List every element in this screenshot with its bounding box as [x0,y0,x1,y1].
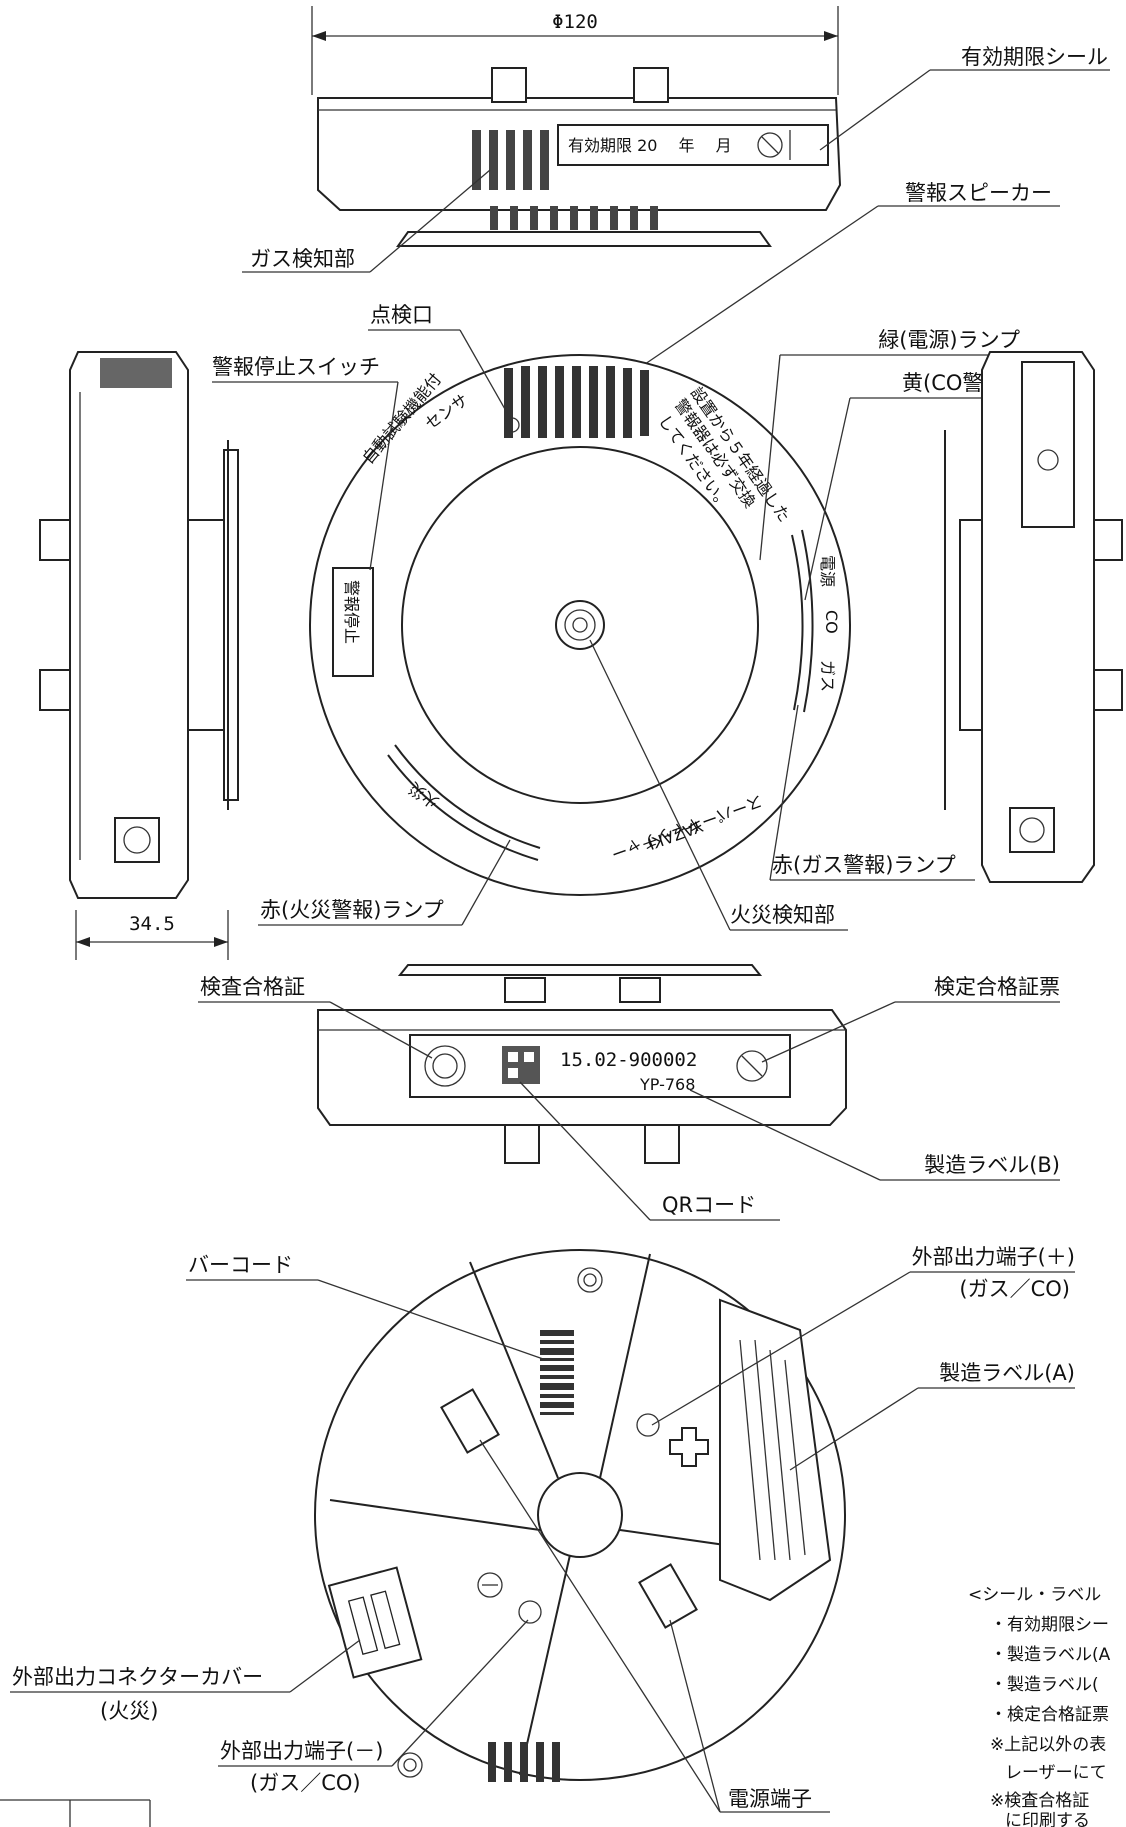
green-lamp-label: 緑(電源)ランプ [878,328,1020,352]
mfg-label-b-label: 製造ラベル(B) [924,1153,1060,1177]
ext-connector-cover-label: 外部出力コネクターカバー [12,1665,263,1689]
red-fire-lamp-label: 赤(火災警報)ランプ [260,898,444,922]
alarm-stop-switch [332,567,374,677]
qr-code [502,1046,540,1084]
notes-remark-1: ※上記以外の表 [990,1735,1106,1755]
qr-code-label: QRコード [662,1193,756,1217]
inspection-cert-mark [424,1045,466,1087]
alarm-speaker-label: 警報スピーカー [905,181,1052,205]
inspection-cert-label: 検査合格証 [200,975,305,999]
barcode [540,1330,574,1415]
model-number: YP-768 [639,1075,695,1094]
expiry-seal-label: 有効期限シール [961,45,1108,69]
status-lamp-arc [791,534,804,711]
gas-sensor-label: ガス検知部 [250,247,355,271]
ext-connector-cover-sub: (火災) [100,1699,158,1723]
right-side-view [944,351,1123,883]
ext-terminal-plus [636,1413,660,1437]
mfg-label-a-label: 製造ラベル(A) [939,1361,1075,1385]
front-view: 警報停止 センサ 自動試験機能付 設置から５年経過した 警報器は必ず交換 してく… [212,303,1075,931]
ext-terminal-minus-sub: (ガス／CO) [250,1771,361,1795]
mfg-label-b [409,1034,791,1098]
status-power-text: 電源 [818,555,837,587]
approval-label-label: 検定合格証票 [934,975,1060,999]
alarm-stop-switch-label: 警報停止スイッチ [212,355,380,379]
depth-dimension: 34.5 [129,913,175,935]
speaker-grille [504,366,649,438]
expiry-seal-text: 有効期限 20 年 月 [568,136,732,155]
gas-sensor-slots [472,130,549,190]
serial-number: 15.02-900002 [560,1049,697,1071]
expiry-seal [557,124,829,166]
notes-item-2: ・製造ラベル(A [990,1645,1111,1665]
notes-item-3: ・製造ラベル( [990,1675,1099,1695]
ext-terminal-minus-label: 外部出力端子(－) [220,1739,383,1763]
barcode-label: バーコード [188,1253,293,1277]
fire-sensor-label: 火災検知部 [730,903,835,927]
notes-remark-3: ※検査合格証 [990,1791,1089,1811]
notes-item-4: ・検定合格証票 [990,1705,1109,1725]
ext-terminal-plus-label: 外部出力端子(＋) [912,1245,1075,1269]
speaker-vents [490,206,658,230]
approval-mark [736,1050,768,1082]
ext-terminal-plus-sub: (ガス／CO) [959,1277,1070,1301]
top-view: Φ120 有効期限 20 年 [242,6,1110,416]
notes: <シール・ラベル ・有効期限シー ・製造ラベル(A ・製造ラベル( ・検定合格証… [968,1585,1111,1827]
power-terminal-2 [638,1563,698,1629]
ext-terminal-minus [518,1600,542,1624]
power-terminal-label: 電源端子 [728,1787,812,1811]
notes-item-1: ・有効期限シー [990,1615,1109,1635]
inspection-port [504,417,520,433]
rear-view: バーコード 外部出力端子(＋) (ガス／CO) 製造ラベル(A) 外部出力コネク… [10,1245,1075,1813]
left-side-view: 34.5 [39,351,239,960]
table-fragment [0,1799,151,1827]
fire-sensor [555,600,605,650]
ext-connector-cover [327,1566,423,1679]
diameter-dimension: Φ120 [552,11,598,33]
red-gas-lamp-label: 赤(ガス警報)ランプ [772,853,956,877]
inspection-port-label: 点検口 [370,303,433,327]
notes-remark-2: レーザーにて [1005,1763,1107,1783]
status-gas-text: ガス [818,660,837,692]
notes-title: <シール・ラベル [968,1585,1101,1605]
stop-button-text: 警報停止 [342,580,361,644]
fire-lamp-arc [394,744,541,849]
notes-remark-4: に印刷する [1005,1811,1090,1827]
bottom-side-view: 15.02-900002 YP-768 検査合格証 検定合格証票 製造ラベル(B… [198,964,1060,1221]
status-co-text: CO [822,610,841,634]
